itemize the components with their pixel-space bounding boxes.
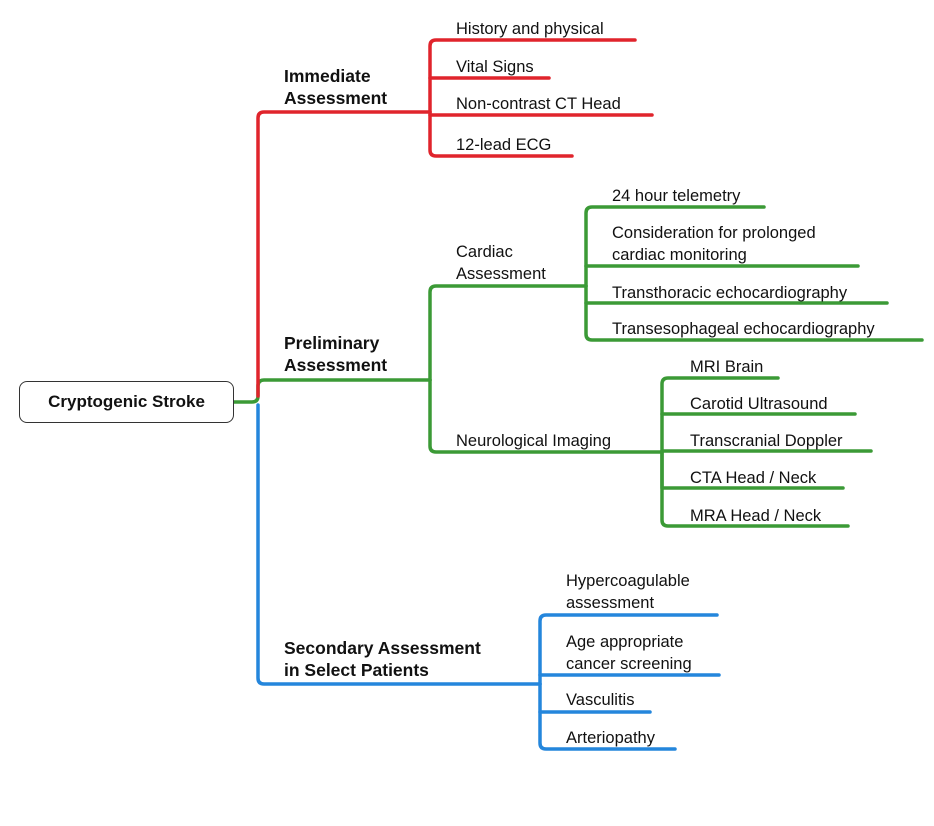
list-item[interactable]: Transesophageal echocardiography [612, 320, 875, 338]
list-item[interactable]: Consideration for prolonged cardiac moni… [612, 222, 816, 266]
list-item[interactable]: Arteriopathy [566, 729, 655, 747]
list-item[interactable]: Vital Signs [456, 58, 534, 76]
list-item[interactable]: CTA Head / Neck [690, 469, 817, 487]
label-line: cancer screening [566, 655, 692, 673]
label-line: Secondary Assessment [284, 638, 481, 658]
preliminary-assessment-label[interactable]: Preliminary Assessment [284, 332, 387, 376]
label-line: Assessment [456, 265, 546, 283]
list-item[interactable]: Non-contrast CT Head [456, 95, 621, 113]
list-item[interactable]: Transthoracic echocardiography [612, 284, 848, 302]
label-line: Consideration for prolonged [612, 224, 816, 242]
list-item[interactable]: Vasculitis [566, 691, 635, 709]
label-line: cardiac monitoring [612, 246, 747, 264]
list-item[interactable]: Age appropriate cancer screening [566, 631, 692, 675]
list-item[interactable]: MRA Head / Neck [690, 507, 822, 525]
connector-root-preliminary [232, 378, 432, 404]
connector-root-secondary [256, 403, 542, 686]
label-line: Preliminary [284, 333, 380, 353]
label-line: Assessment [284, 88, 388, 108]
root-node[interactable]: Cryptogenic Stroke [19, 381, 234, 423]
immediate-assessment-label[interactable]: Immediate Assessment [284, 65, 387, 109]
neurological-imaging-label[interactable]: Neurological Imaging [456, 432, 612, 450]
cardiac-assessment-label[interactable]: Cardiac Assessment [456, 241, 546, 285]
secondary-connectors [538, 613, 721, 751]
list-item[interactable]: 24 hour telemetry [612, 187, 741, 205]
list-item[interactable]: Transcranial Doppler [690, 432, 843, 450]
list-item[interactable]: MRI Brain [690, 358, 764, 376]
connector-root-immediate [256, 110, 432, 398]
label-line: Hypercoagulable [566, 572, 690, 590]
label-line: Assessment [284, 355, 388, 375]
label-line: in Select Patients [284, 660, 429, 680]
immediate-connectors [428, 38, 654, 158]
list-item[interactable]: Hypercoagulable assessment [566, 570, 690, 614]
root-label: Cryptogenic Stroke [48, 392, 205, 411]
list-item[interactable]: History and physical [456, 20, 604, 38]
label-line: Cardiac [456, 243, 513, 261]
label-line: assessment [566, 594, 655, 612]
preliminary-connectors [428, 205, 924, 528]
label-line: Immediate [284, 66, 371, 86]
secondary-assessment-label[interactable]: Secondary Assessment in Select Patients [284, 637, 481, 681]
label-line: Age appropriate [566, 633, 684, 651]
list-item[interactable]: Carotid Ultrasound [690, 395, 828, 413]
list-item[interactable]: 12-lead ECG [456, 136, 552, 154]
